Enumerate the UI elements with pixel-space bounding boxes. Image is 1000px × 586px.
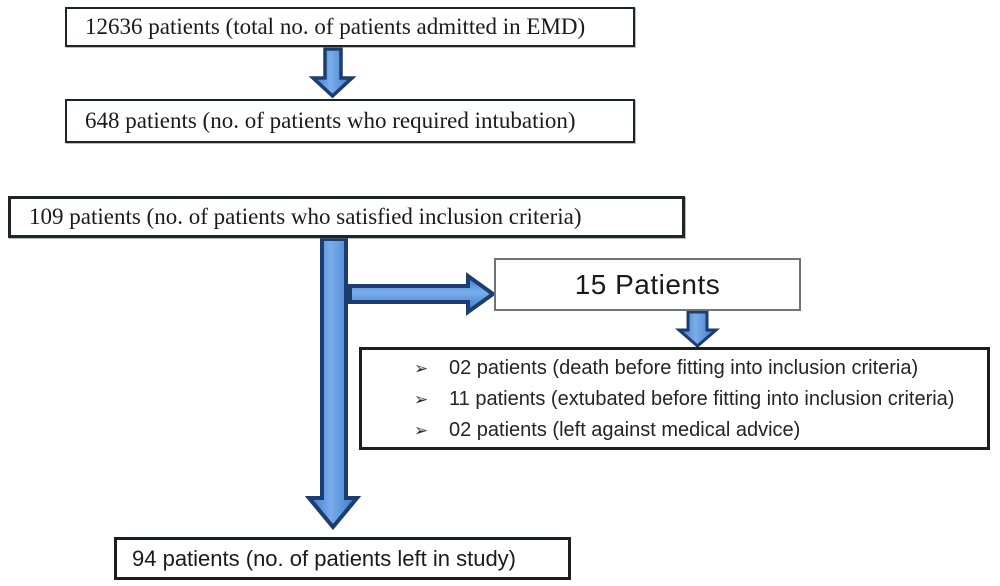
box-required-intubation-label: 648 patients (no. of patients who requir… bbox=[85, 108, 576, 133]
exclusion-reason-text: 02 patients (death before fitting into i… bbox=[449, 357, 919, 379]
box-excluded-patients: 15 Patients bbox=[494, 258, 801, 311]
box-required-intubation: 648 patients (no. of patients who requir… bbox=[65, 99, 635, 143]
arrow-inclusion-to-excluded-icon bbox=[348, 272, 497, 316]
list-item: ➢ 02 patients (death before fitting into… bbox=[362, 357, 987, 388]
arrow-bullet-icon: ➢ bbox=[414, 359, 429, 378]
list-item: ➢ 02 patients (left against medical advi… bbox=[362, 419, 987, 450]
arrow-admitted-to-intubated-icon bbox=[308, 47, 357, 99]
box-exclusion-reasons: ➢ 02 patients (death before fitting into… bbox=[359, 347, 990, 450]
arrow-bullet-icon: ➢ bbox=[414, 421, 429, 440]
arrow-excluded-to-detail-icon bbox=[674, 310, 721, 348]
box-final-study-count-label: 94 patients (no. of patients left in stu… bbox=[132, 545, 517, 571]
arrow-inclusion-to-final-icon bbox=[304, 237, 362, 531]
arrow-bullet-icon: ➢ bbox=[414, 390, 429, 409]
box-excluded-patients-label: 15 Patients bbox=[574, 268, 721, 300]
box-total-admitted-label: 12636 patients (total no. of patients ad… bbox=[85, 14, 586, 39]
box-total-admitted: 12636 patients (total no. of patients ad… bbox=[65, 7, 635, 47]
exclusion-reason-text: 02 patients (left against medical advice… bbox=[449, 419, 801, 441]
exclusion-reason-text: 11 patients (extubated before fitting in… bbox=[449, 388, 955, 410]
box-final-study-count: 94 patients (no. of patients left in stu… bbox=[114, 537, 571, 580]
box-inclusion-criteria-label: 109 patients (no. of patients who satisf… bbox=[29, 204, 582, 229]
box-inclusion-criteria: 109 patients (no. of patients who satisf… bbox=[8, 196, 685, 238]
list-item: ➢ 11 patients (extubated before fitting … bbox=[362, 388, 987, 419]
